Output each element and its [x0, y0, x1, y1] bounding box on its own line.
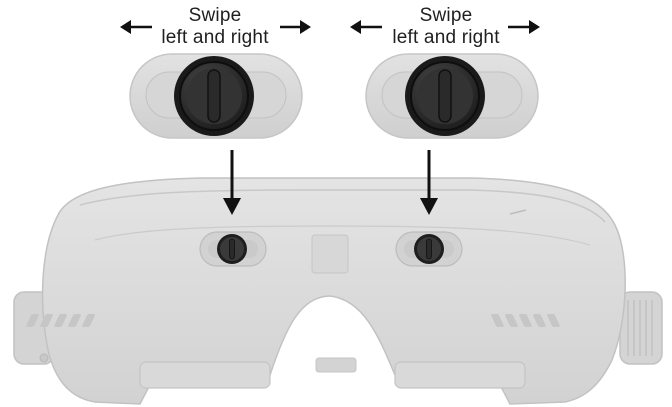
adjustment-wheel-icon: [405, 56, 485, 136]
right-ipd-knob[interactable]: [396, 232, 462, 266]
adjustment-wheel-icon: [414, 234, 444, 264]
left-instruction-line1: Swipe: [115, 5, 315, 27]
left-knob-closeup: [130, 54, 302, 138]
left-ipd-knob[interactable]: [200, 232, 266, 266]
adjustment-wheel-icon: [174, 56, 254, 136]
left-swipe-instruction: Swipe left and right: [115, 5, 315, 49]
left-instruction-line2: left and right: [115, 27, 315, 49]
right-knob-closeup: [366, 54, 538, 138]
right-instruction-line1: Swipe: [346, 5, 546, 27]
headset-body: [14, 178, 662, 404]
right-instruction-line2: left and right: [346, 27, 546, 49]
adjustment-wheel-icon: [217, 234, 247, 264]
right-swipe-instruction: Swipe left and right: [346, 5, 546, 49]
